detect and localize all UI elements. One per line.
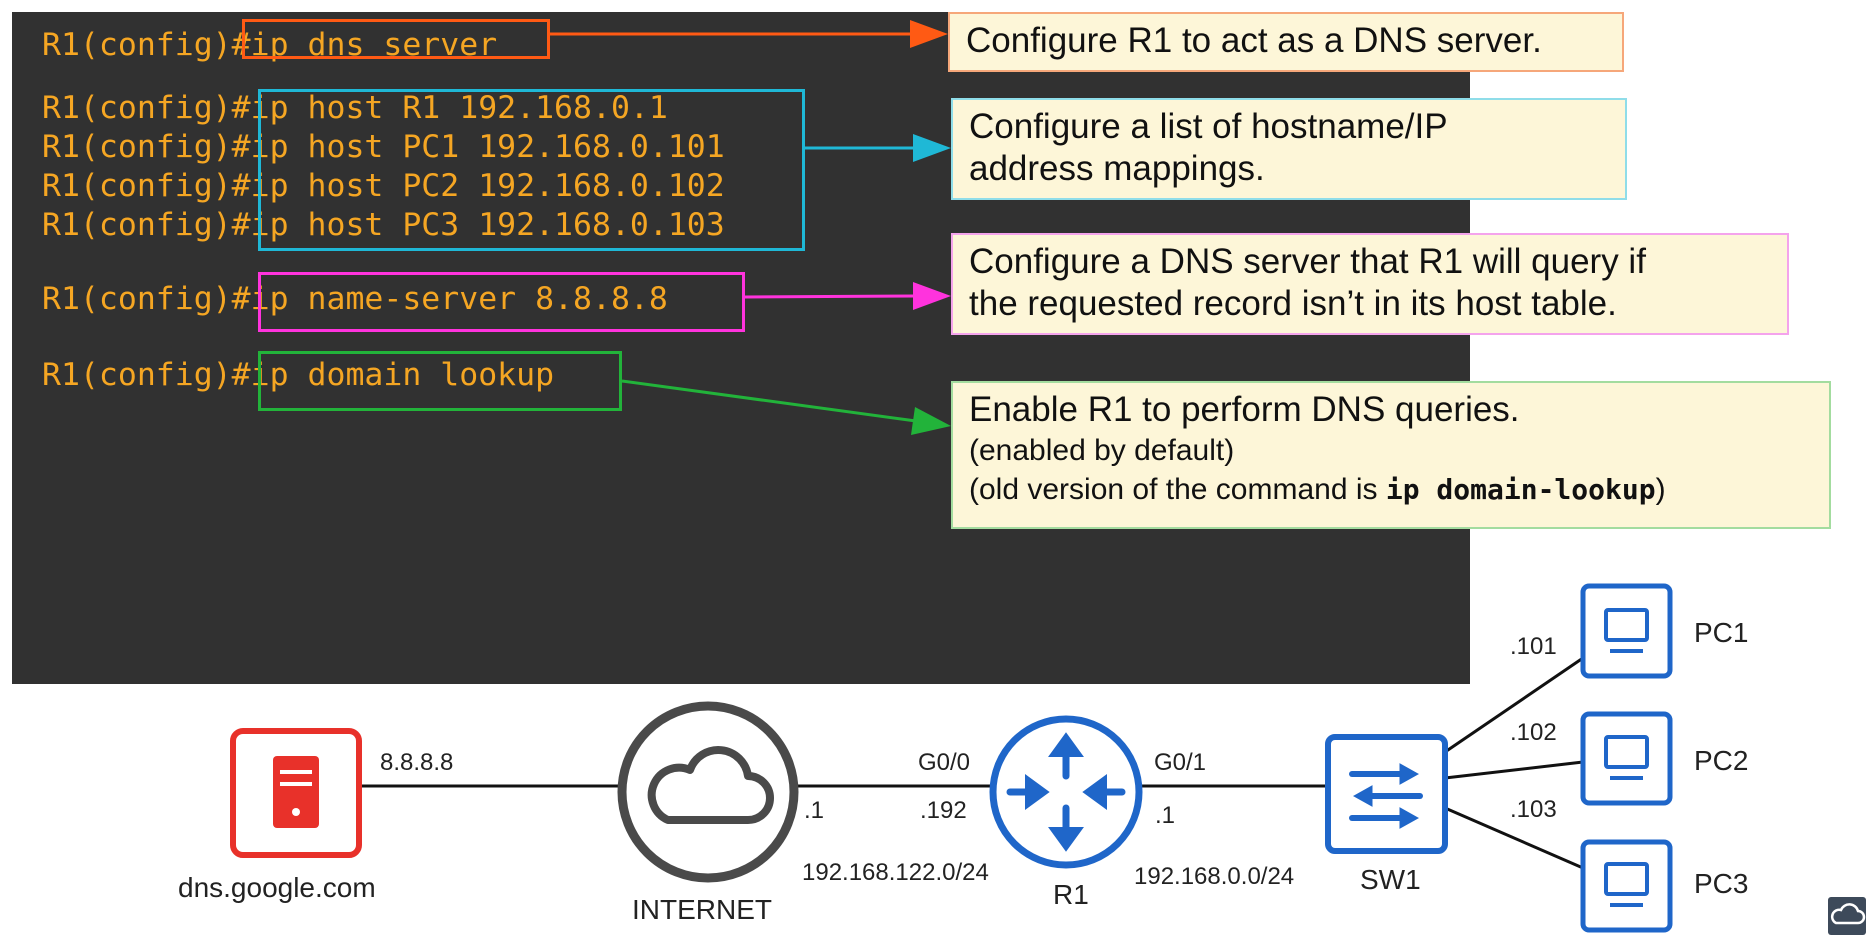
note-subtext-old-command: (old version of the command is ip domain…: [969, 473, 1666, 506]
note-text: Configure R1 to act as a DNS server.: [966, 21, 1542, 60]
r1-g01-ip-label: .1: [1155, 802, 1176, 829]
link-sw1-pc1: [1444, 656, 1584, 754]
cli-prompt: R1(config)#: [42, 90, 251, 126]
pc-icon: [1580, 839, 1673, 933]
note-text: Enable R1 to perform DNS queries.: [969, 390, 1520, 429]
note-text: Configure a list of hostname/IP: [969, 107, 1448, 146]
old-command: ip domain-lookup: [1385, 473, 1656, 506]
arrow-dns-server: [550, 20, 948, 48]
cli-line-host-pc3: R1(config)#ip host PC3 192.168.0.103: [42, 207, 725, 243]
pc2-name-label: PC2: [1694, 745, 1749, 776]
pc-icon: [1580, 711, 1673, 806]
pc3-ip-label: .103: [1510, 796, 1557, 823]
r1-subnet-label: 192.168.0.0/24: [1134, 863, 1295, 890]
cli-command: ip host R1 192.168.0.1: [250, 90, 668, 126]
link-sw1-pc2: [1444, 760, 1584, 780]
cli-command: ip host PC2 192.168.0.102: [250, 168, 725, 204]
cloud-icon: [617, 701, 799, 883]
cli-prompt: R1(config)#: [42, 129, 251, 165]
internet-iface-label: .1: [804, 797, 825, 824]
pc-icon: [1580, 583, 1673, 679]
link-sw1-pc3: [1444, 806, 1584, 870]
arrow-host-list: [805, 134, 951, 162]
note-host-list: Configure a list of hostname/IP address …: [951, 98, 1627, 200]
logo-icon: [1828, 897, 1866, 935]
note-text: the requested record isn’t in its host t…: [969, 284, 1617, 323]
internet-subnet-label: 192.168.122.0/24: [802, 859, 989, 886]
note-name-server: Configure a DNS server that R1 will quer…: [951, 233, 1789, 335]
cli-command: ip host PC1 192.168.0.101: [250, 129, 725, 165]
cli-command: ip dns server: [250, 27, 498, 63]
note-text: Configure a DNS server that R1 will quer…: [969, 242, 1646, 281]
highlight-host-list: [258, 89, 805, 251]
cli-line-host-r1: R1(config)#ip host R1 192.168.0.1: [42, 90, 668, 126]
cli-line-host-pc1: R1(config)#ip host PC1 192.168.0.101: [42, 129, 725, 165]
r1-g00-label: G0/0: [918, 749, 971, 776]
cli-command: ip name-server 8.8.8.8: [250, 281, 668, 317]
cli-prompt: R1(config)#: [42, 168, 251, 204]
note-subtext: (enabled by default): [969, 434, 1235, 467]
cli-line-host-pc2: R1(config)#ip host PC2 192.168.0.102: [42, 168, 725, 204]
server-icon: [230, 728, 362, 858]
router-icon: [989, 715, 1143, 869]
switch-icon: [1325, 734, 1448, 854]
arrow-domain-lookup: [621, 379, 951, 435]
cli-prompt: R1(config)#: [42, 207, 251, 243]
note-text: address mappings.: [969, 149, 1265, 188]
cli-prompt: R1(config)#: [42, 27, 251, 63]
cli-prompt: R1(config)#: [42, 357, 251, 393]
internet-name-label: INTERNET: [632, 894, 772, 925]
note-dns-server: Configure R1 to act as a DNS server.: [948, 12, 1624, 72]
note-domain-lookup: Enable R1 to perform DNS queries. (enabl…: [951, 381, 1831, 529]
r1-name-label: R1: [1053, 879, 1089, 910]
cli-command: ip host PC3 192.168.0.103: [250, 207, 725, 243]
cli-prompt: R1(config)#: [42, 281, 251, 317]
cli-line-domain-lookup: R1(config)#ip domain lookup: [42, 357, 555, 393]
pc3-name-label: PC3: [1694, 868, 1749, 899]
cli-line-name-server: R1(config)#ip name-server 8.8.8.8: [42, 281, 668, 317]
highlight-domain-lookup: [258, 351, 622, 411]
r1-g00-ip-label: .192: [920, 797, 967, 824]
topology-links: [360, 656, 1584, 870]
pc1-name-label: PC1: [1694, 617, 1749, 648]
dns-server-name-label: dns.google.com: [178, 872, 376, 903]
sw1-name-label: SW1: [1360, 864, 1421, 895]
pc2-ip-label: .102: [1510, 719, 1557, 746]
pc1-ip-label: .101: [1510, 633, 1557, 660]
cli-command: ip domain lookup: [250, 357, 555, 393]
r1-g01-label: G0/1: [1154, 749, 1207, 776]
highlight-dns-server: [242, 19, 550, 59]
cli-line-dns-server: R1(config)#ip dns server: [42, 27, 498, 63]
arrow-name-server: [744, 282, 951, 310]
highlight-name-server: [258, 272, 745, 332]
dns-server-ip-label: 8.8.8.8: [380, 749, 454, 776]
